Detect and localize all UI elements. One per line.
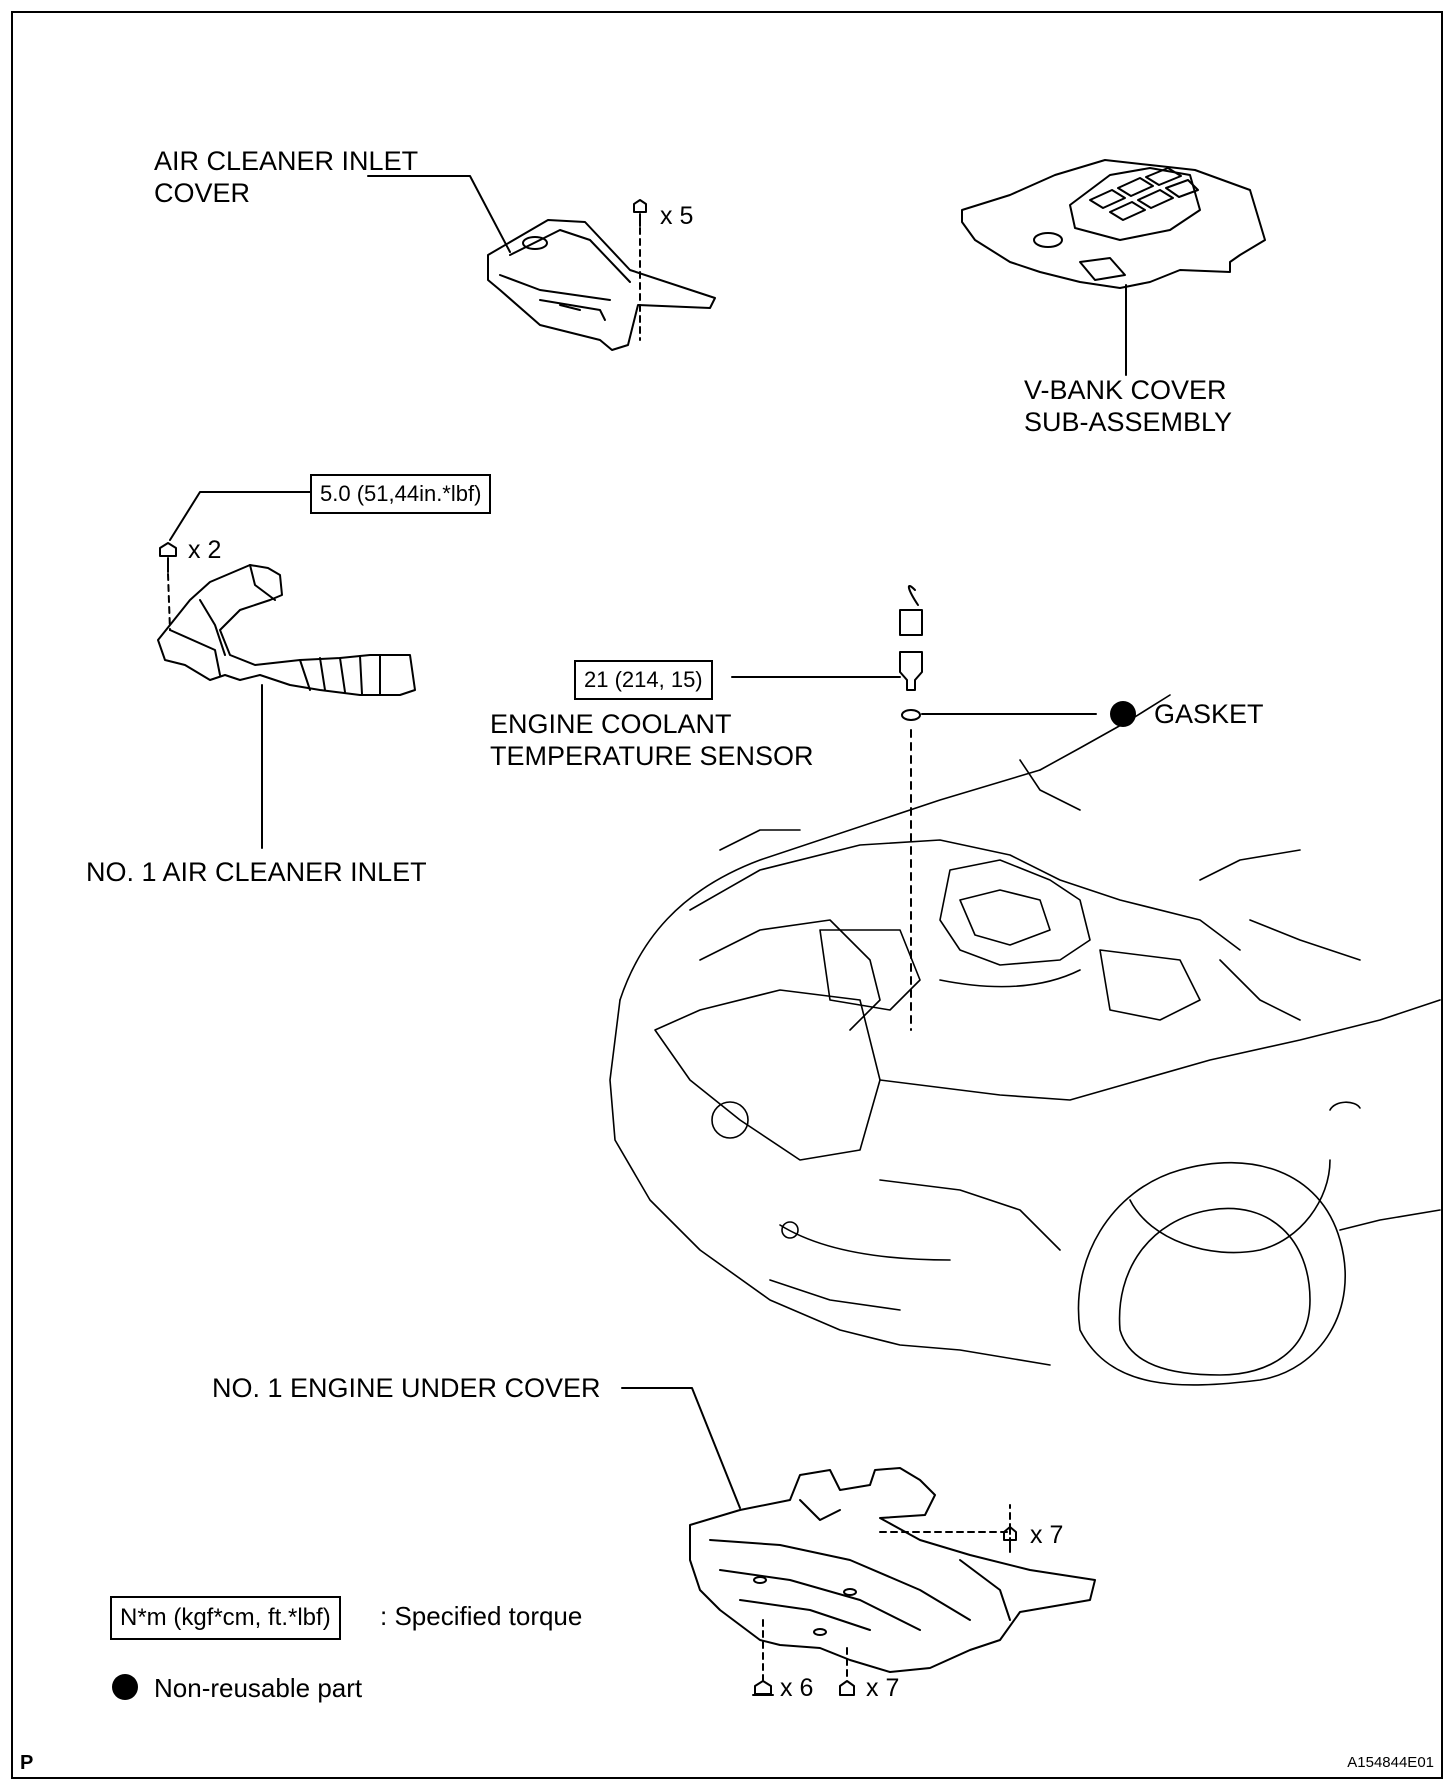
inlet-cover-clip-qty: x 5 [660,202,694,230]
under-cover-bottom-clip-icon [839,1680,855,1696]
under-cover-right-bolt-icon [1003,1526,1017,1553]
v-bank-cover-label: V-BANK COVER SUB-ASSEMBLY [1024,375,1233,437]
under-cover-left-bolt-qty: x 6 [780,1674,814,1702]
under-cover-right-dashed-line [879,1504,1011,1533]
under-cover-right-bolt-qty: x 7 [1030,1521,1064,1549]
no1-air-cleaner-inlet-drawing [157,564,416,696]
sensor-connector-drawing [899,585,923,636]
legend-nonreusable-mark [112,1674,138,1700]
v-bank-cover-drawing [961,159,1266,289]
engine-coolant-temperature-sensor-label: ENGINE COOLANT TEMPERATURE SENSOR [490,709,814,771]
air-cleaner-inlet-cover-drawing [487,219,716,351]
gasket-drawing [901,709,921,721]
gasket-label: GASKET [1154,699,1264,729]
inlet-torque-spec: 5.0 (51,44in.*lbf) [310,474,492,514]
figure-code: A154844E01 [1347,1754,1434,1771]
under-cover-left-bolt-icon [752,1680,774,1696]
under-cover-bottom-clip-qty: x 7 [866,1674,900,1702]
gasket-nonreusable-mark [1110,701,1136,727]
no1-engine-under-cover-label: NO. 1 ENGINE UNDER COVER [212,1373,601,1403]
coolant-temperature-sensor-drawing [899,651,923,691]
inlet-bolt-icon [159,542,177,573]
inlet-torque-leader-line [169,491,311,541]
inlet-cover-clip-icon [633,199,647,227]
diagram-frame [11,11,1443,1779]
no1-air-cleaner-inlet-label: NO. 1 AIR CLEANER INLET [86,857,427,887]
under-cover-leader-line [621,1387,741,1509]
corner-letter: P [20,1752,34,1774]
air-cleaner-inlet-cover-label: AIR CLEANER INLET COVER [154,146,418,208]
sensor-torque-spec: 21 (214, 15) [574,660,713,700]
no1-engine-under-cover-drawing [689,1467,1096,1673]
legend-torque-box: N*m (kgf*cm, ft.*lbf) [110,1596,341,1640]
car-front-drawing [609,694,1441,1386]
inlet-bolt-dashed-line [167,573,171,631]
legend-nonreusable-text: Non-reusable part [154,1673,363,1703]
legend-torque-text: : Specified torque [380,1601,583,1631]
inlet-cover-leader-line [367,175,511,253]
inlet-bolt-qty: x 2 [188,536,222,564]
